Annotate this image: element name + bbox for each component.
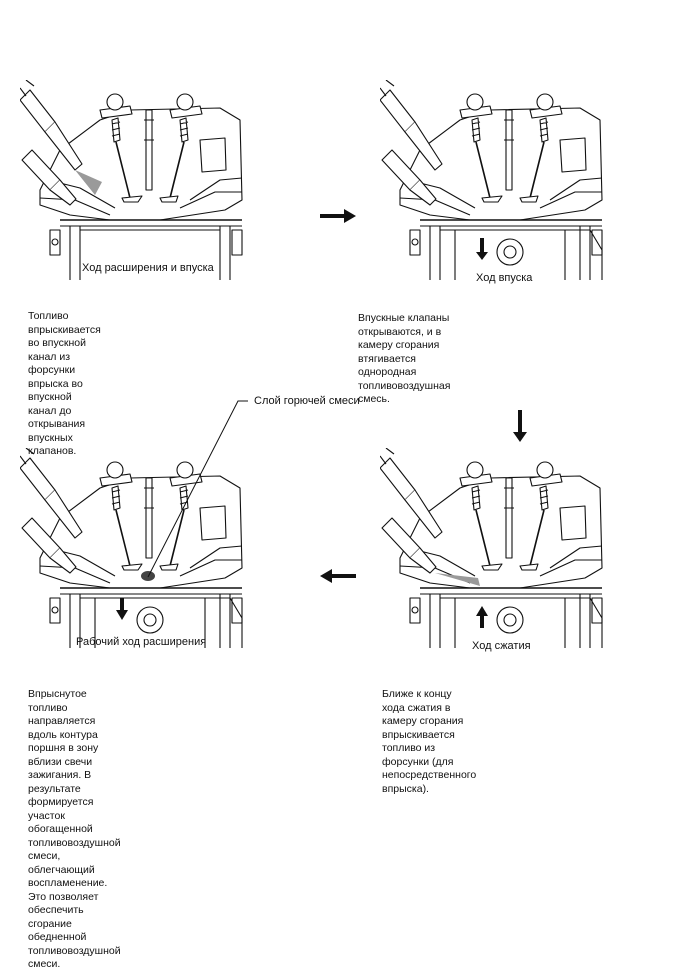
flow-arrow-right-icon (320, 209, 356, 223)
caption: Рабочий ход расширения (76, 636, 207, 648)
flow-arrow-left-icon (320, 569, 356, 583)
description: Топливо впрыскивается во впускной канал … (28, 310, 101, 457)
fuel-spray-direct (435, 573, 480, 586)
flow-arrow-down-icon (513, 410, 527, 442)
description: Ближе к концу хода сжатия в камеру сгора… (382, 688, 477, 795)
piston-down-arrow-icon (476, 238, 488, 260)
caption: Ход впуска (476, 272, 533, 284)
piston-down-arrow-icon (116, 598, 128, 620)
fuel-spray-port (75, 170, 102, 195)
piston-up-arrow-icon (476, 606, 488, 628)
description: Впрыснутое топливо направляется вдоль ко… (28, 688, 121, 970)
engine-diagram-2 (380, 80, 603, 280)
callout-label: Слой горючей смеси (254, 395, 360, 407)
callout-leader-line (147, 400, 248, 578)
engine-diagram-3 (380, 448, 603, 648)
engine-diagram-1 (20, 80, 243, 280)
description: Впускные клапаны открываются, и в камеру… (358, 312, 451, 405)
caption: Ход сжатия (472, 640, 531, 652)
caption: Ход расширения и впуска (82, 262, 214, 274)
